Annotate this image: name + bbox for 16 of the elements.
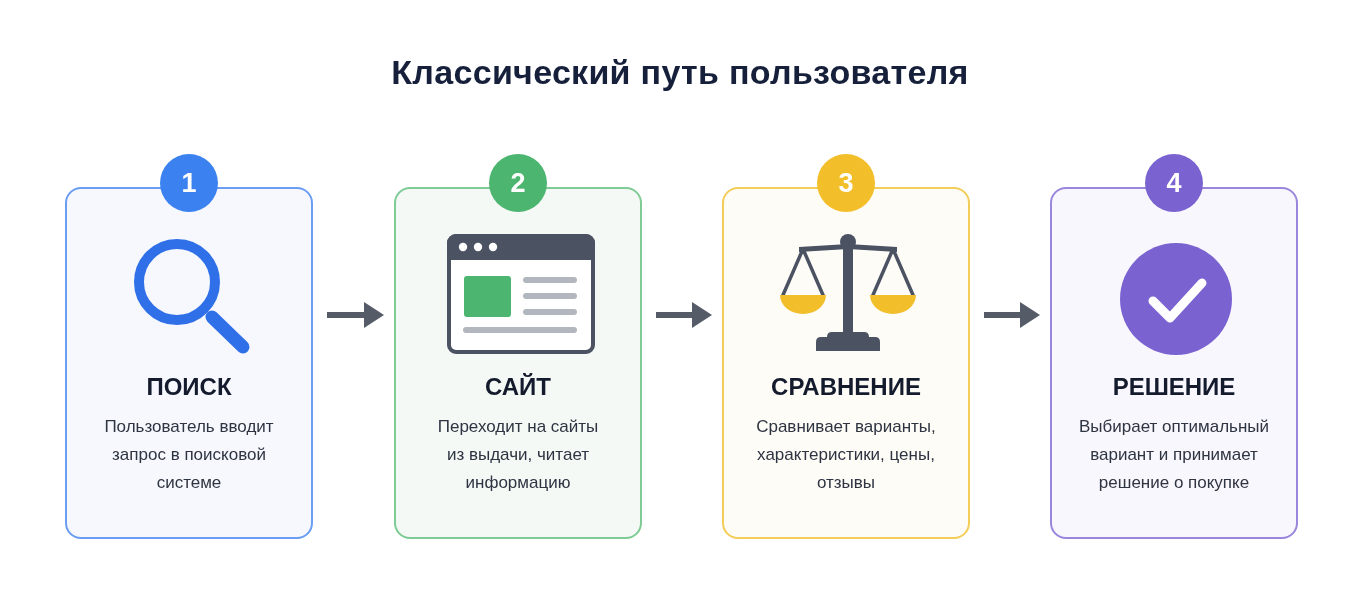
step-heading: РЕШЕНИЕ (1112, 372, 1236, 402)
step-number-badge: 1 (160, 154, 218, 212)
step-heading: САЙТ (485, 372, 551, 402)
step-heading: СРАВНЕНИЕ (771, 372, 921, 402)
step-description: Переходит на сайты из выдачи, читает информацию (436, 416, 600, 494)
step-number-badge: 4 (1145, 154, 1203, 212)
step-heading: ПОИСК (146, 372, 232, 402)
step-number-badge: 3 (817, 154, 875, 212)
step-description: Выбирает оптимальный вариант и принимает решение о покупке (1077, 416, 1271, 494)
step-number-badge: 2 (489, 154, 547, 212)
arrow (327, 302, 384, 328)
diagram-title: Классический путь пользователя (391, 53, 969, 92)
arrow (984, 302, 1040, 328)
step-description: Сравнивает варианты, характеристики, цены, отзывы (755, 416, 937, 494)
arrow (656, 302, 712, 328)
step-description: Пользователь вводит запрос в поисковой системе (103, 416, 275, 494)
